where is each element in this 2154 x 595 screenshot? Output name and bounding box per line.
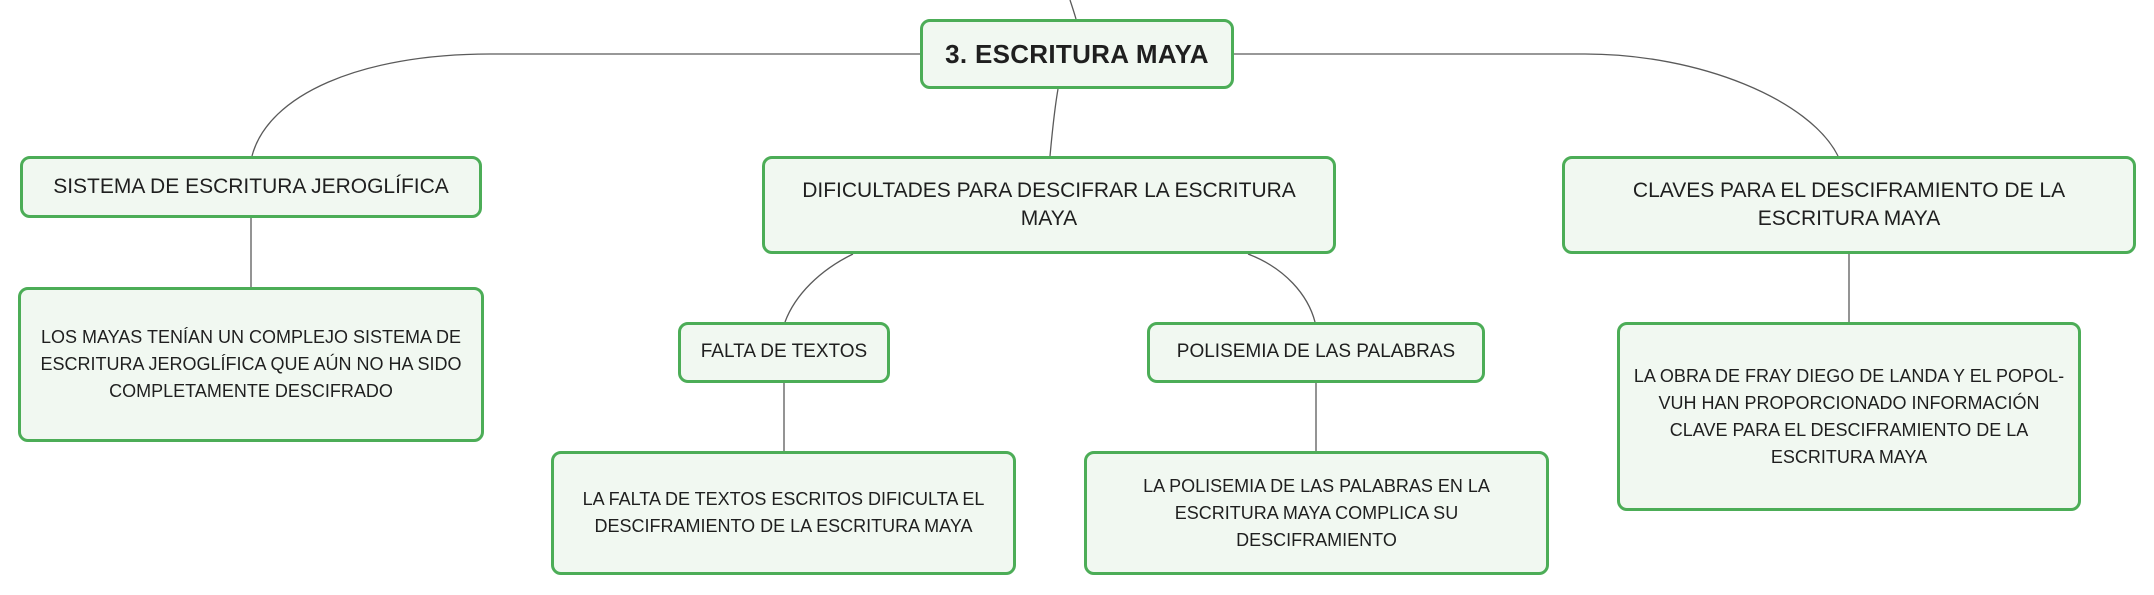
node-claves-detail[interactable]: LA OBRA DE FRAY DIEGO DE LANDA Y EL POPO… [1617,322,2081,511]
root-node-label: 3. ESCRITURA MAYA [945,38,1209,69]
node-sistema-escritura-label: SISTEMA DE ESCRITURA JEROGLÍFICA [53,174,449,198]
connector-dificultades-to-polisemia [1247,253,1316,323]
node-falta-textos-detail[interactable]: LA FALTA DE TEXTOS ESCRITOS DIFICULTA EL… [551,451,1016,575]
node-falta-textos[interactable]: FALTA DE TEXTOS [678,322,890,383]
node-polisemia-label: POLISEMIA DE LAS PALABRAS [1176,341,1456,363]
node-polisemia-detail-text: LA POLISEMIA DE LAS PALABRAS EN LA ESCRI… [1143,475,1490,550]
node-sistema-escritura[interactable]: SISTEMA DE ESCRITURA JEROGLÍFICA [20,156,482,218]
node-dificultades[interactable]: DIFICULTADES PARA DESCIFRAR LA ESCRITURA… [762,156,1336,254]
node-falta-textos-label: FALTA DE TEXTOS [700,341,868,363]
connector-root-to-dificultades [1049,88,1059,157]
node-claves-label: CLAVES PARA EL DESCIFRAMIENTO DE LA ESCR… [1632,178,2066,230]
node-falta-textos-detail-text: LA FALTA DE TEXTOS ESCRITOS DIFICULTA EL… [582,489,985,536]
connector-root-incoming [1069,0,1077,20]
node-polisemia-detail[interactable]: LA POLISEMIA DE LAS PALABRAS EN LA ESCRI… [1084,451,1549,575]
connector-root-to-claves [1234,53,1839,157]
node-sistema-escritura-detail[interactable]: LOS MAYAS TENÍAN UN COMPLEJO SISTEMA DE … [18,287,484,442]
connector-dificultades-to-falta [784,253,854,323]
node-sistema-escritura-detail-text: LOS MAYAS TENÍAN UN COMPLEJO SISTEMA DE … [40,327,462,401]
connector-root-to-sistema [251,53,920,157]
root-node[interactable]: 3. ESCRITURA MAYA [920,19,1234,89]
node-dificultades-label: DIFICULTADES PARA DESCIFRAR LA ESCRITURA… [802,178,1296,230]
node-polisemia[interactable]: POLISEMIA DE LAS PALABRAS [1147,322,1485,383]
node-claves[interactable]: CLAVES PARA EL DESCIFRAMIENTO DE LA ESCR… [1562,156,2136,254]
node-claves-detail-text: LA OBRA DE FRAY DIEGO DE LANDA Y EL POPO… [1633,365,2065,467]
